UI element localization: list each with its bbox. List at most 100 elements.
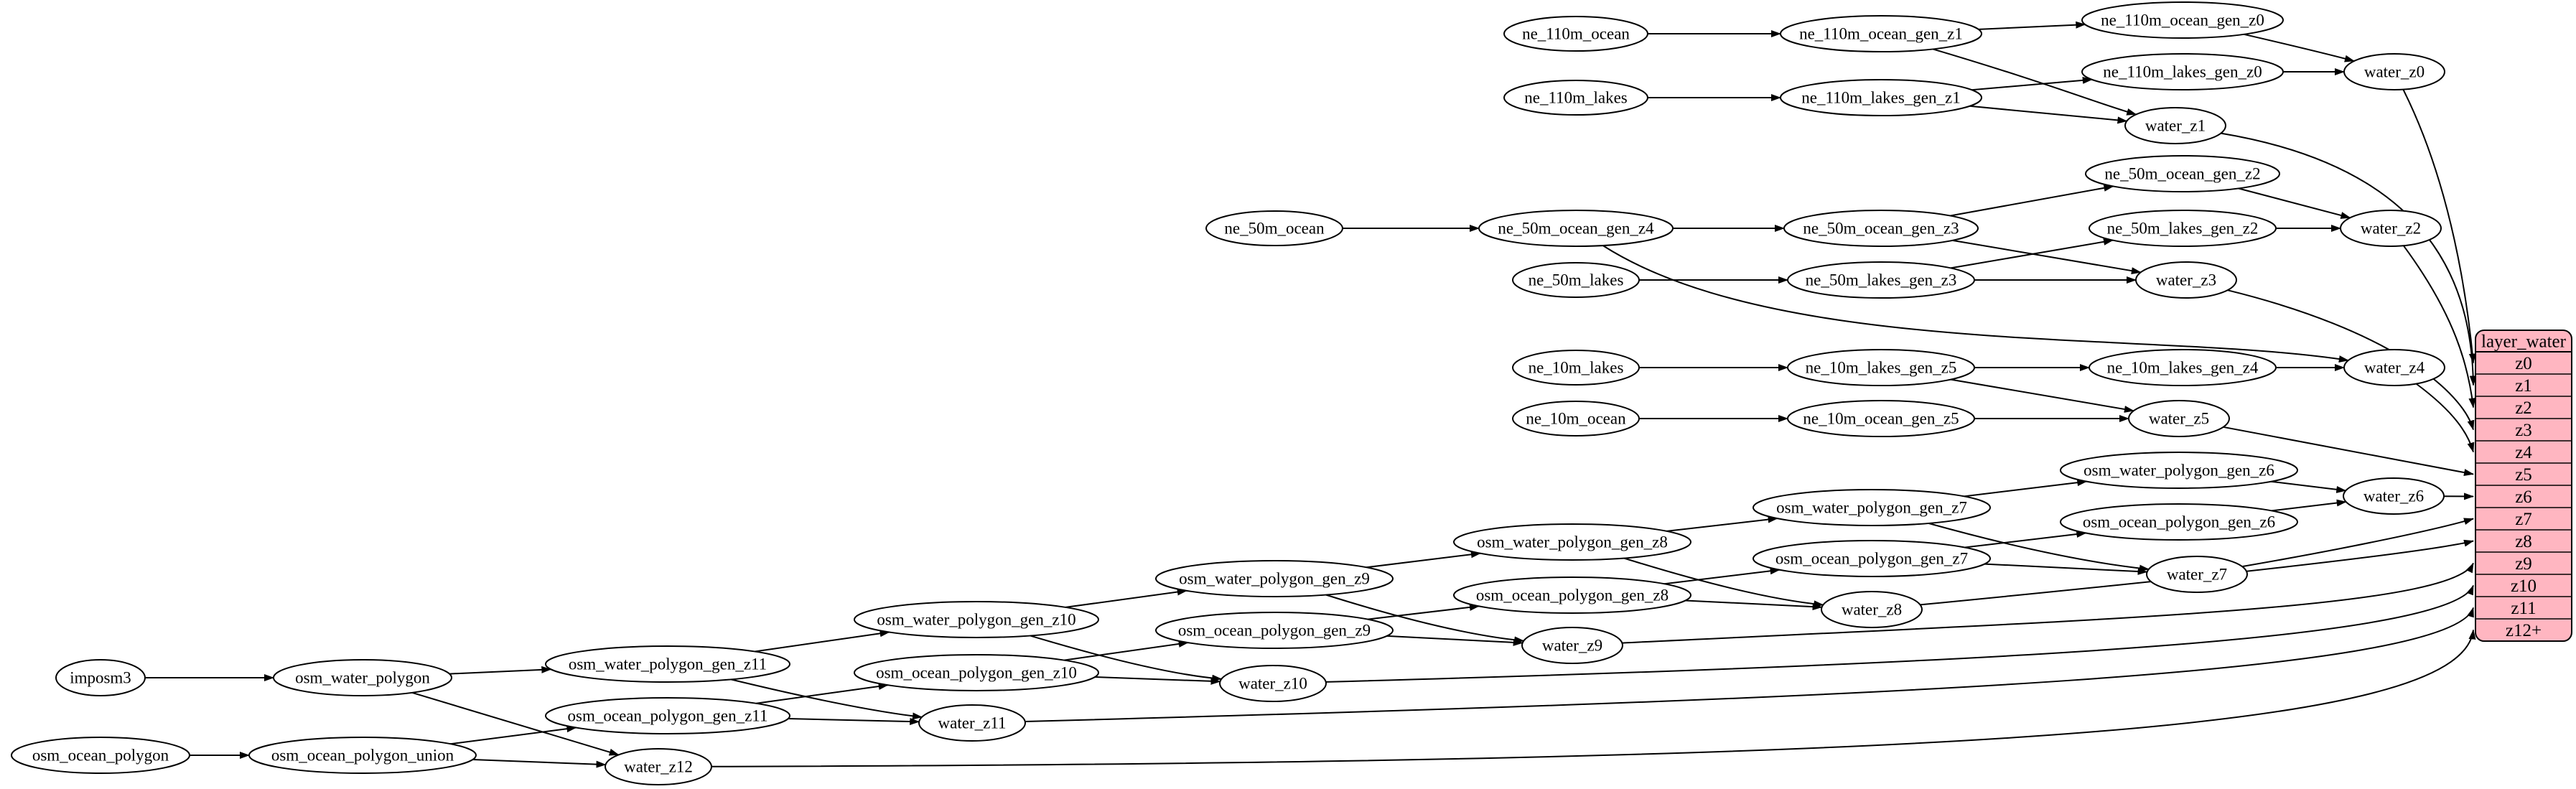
edge-water_z9-to-layer_water-z9 <box>1622 562 2474 644</box>
node-water_z9: water_z9 <box>1521 627 1623 664</box>
edge-osm_ocean_polygon_union-to-water_z12 <box>472 759 607 768</box>
node-label-ne_50m_lakes: ne_50m_lakes <box>1529 271 1624 289</box>
node-ellipse-ne_110m_lakes_gen_z1 <box>1780 79 1982 116</box>
node-label-ne_50m_lakes_gen_z2: ne_50m_lakes_gen_z2 <box>2107 220 2259 238</box>
edge-osm_ocean_polygon_gen_z9-to-water_z9 <box>1386 635 1523 646</box>
node-water_z0: water_z0 <box>2343 53 2445 90</box>
node-ne_50m_ocean_gen_z3: ne_50m_ocean_gen_z3 <box>1783 210 1979 247</box>
node-label-osm_ocean_polygon_union: osm_ocean_polygon_union <box>271 747 454 765</box>
node-ellipse-water_z5 <box>2128 400 2230 437</box>
table-row-z4: z4 <box>2515 443 2532 462</box>
edge-ne_110m_ocean_gen_z0-to-water_z0 <box>2244 33 2355 62</box>
node-label-osm_water_polygon: osm_water_polygon <box>295 669 430 687</box>
node-ne_50m_lakes: ne_50m_lakes <box>1512 262 1640 298</box>
node-label-ne_50m_ocean_gen_z4: ne_50m_ocean_gen_z4 <box>1498 220 1654 238</box>
node-label-water_z4: water_z4 <box>2364 359 2425 377</box>
table-row-z5: z5 <box>2515 465 2532 485</box>
node-ellipse-ne_50m_lakes_gen_z3 <box>1787 261 1975 299</box>
node-ellipse-ne_110m_ocean_gen_z0 <box>2081 1 2284 39</box>
node-label-ne_10m_ocean_gen_z5: ne_10m_ocean_gen_z5 <box>1803 410 1959 428</box>
node-ne_110m_lakes_gen_z0: ne_110m_lakes_gen_z0 <box>2081 53 2284 90</box>
node-ne_10m_ocean_gen_z5: ne_10m_ocean_gen_z5 <box>1787 400 1975 437</box>
edge-osm_ocean_polygon_gen_z9-to-osm_ocean_polygon_gen_z8 <box>1367 603 1480 620</box>
node-ellipse-osm_ocean_polygon_gen_z11 <box>545 697 790 734</box>
node-ne_10m_ocean: ne_10m_ocean <box>1512 401 1640 436</box>
node-label-osm_ocean_polygon_gen_z8: osm_ocean_polygon_gen_z8 <box>1476 587 1669 604</box>
node-ne_110m_ocean_gen_z1: ne_110m_ocean_gen_z1 <box>1780 15 1982 52</box>
layer-water-table: layer_waterz0z1z2z3z4z5z6z7z8z9z10z11z12… <box>2475 330 2572 642</box>
edge-osm_ocean_polygon_gen_z11-to-water_z11 <box>788 717 920 725</box>
edge-water_z5-to-layer_water-z5 <box>2223 426 2474 477</box>
edge-osm_ocean_polygon_gen_z11-to-osm_ocean_polygon_gen_z10 <box>756 683 889 704</box>
edge-osm_water_polygon_gen_z8-to-osm_water_polygon_gen_z7 <box>1666 515 1778 532</box>
node-label-osm_ocean_polygon_gen_z9: osm_ocean_polygon_gen_z9 <box>1178 622 1371 640</box>
node-label-osm_ocean_polygon_gen_z7: osm_ocean_polygon_gen_z7 <box>1775 550 1968 568</box>
edge-osm_ocean_polygon_union-to-osm_ocean_polygon_gen_z11 <box>450 725 577 745</box>
node-label-water_z10: water_z10 <box>1238 675 1307 693</box>
node-label-water_z6: water_z6 <box>2363 487 2424 505</box>
node-ellipse-ne_10m_lakes_gen_z4 <box>2089 349 2277 386</box>
node-ellipse-water_z9 <box>1521 627 1623 664</box>
node-osm_water_polygon_gen_z8: osm_water_polygon_gen_z8 <box>1453 523 1691 561</box>
layer-water-table-title: layer_water <box>2481 332 2567 352</box>
edge-ne_50m_ocean_gen_z3-to-water_z3 <box>1952 239 2142 275</box>
node-osm_water_polygon_gen_z6: osm_water_polygon_gen_z6 <box>2060 452 2298 489</box>
node-ellipse-osm_water_polygon <box>273 659 452 696</box>
node-label-water_z1: water_z1 <box>2145 117 2206 135</box>
table-row-z1: z1 <box>2515 376 2532 396</box>
edge-water_z8-to-layer_water-z8 <box>1920 539 2474 606</box>
node-water_z12: water_z12 <box>605 748 712 785</box>
node-ne_50m_lakes_gen_z2: ne_50m_lakes_gen_z2 <box>2089 210 2277 247</box>
node-ellipse-ne_50m_lakes_gen_z2 <box>2089 210 2277 247</box>
edge-ne_50m_ocean_gen_z4-to-water_z4 <box>1602 245 2349 363</box>
node-label-water_z0: water_z0 <box>2364 63 2425 81</box>
edge-ne_110m_lakes_gen_z1-to-water_z1 <box>1969 105 2128 124</box>
edge-osm_water_polygon_gen_z9-to-osm_water_polygon_gen_z8 <box>1366 551 1481 569</box>
node-label-ne_50m_ocean_gen_z3: ne_50m_ocean_gen_z3 <box>1803 220 1959 238</box>
node-ellipse-osm_water_polygon_gen_z10 <box>854 601 1099 638</box>
node-label-osm_water_polygon_gen_z11: osm_water_polygon_gen_z11 <box>569 655 767 673</box>
edge-water_z0-to-layer_water-z0 <box>2402 89 2476 364</box>
node-label-ne_110m_ocean_gen_z0: ne_110m_ocean_gen_z0 <box>2101 11 2264 29</box>
node-label-osm_ocean_polygon_gen_z10: osm_ocean_polygon_gen_z10 <box>876 664 1077 682</box>
node-osm_ocean_polygon: osm_ocean_polygon <box>11 737 190 774</box>
node-ellipse-osm_ocean_polygon_gen_z9 <box>1155 612 1394 649</box>
edge-osm_water_polygon_gen_z11-to-water_z11 <box>730 678 923 720</box>
node-ellipse-ne_110m_ocean_gen_z1 <box>1780 15 1982 52</box>
node-ellipse-water_z7 <box>2146 556 2248 593</box>
node-ellipse-ne_110m_lakes <box>1503 80 1648 116</box>
node-water_z4: water_z4 <box>2343 349 2445 386</box>
node-ellipse-water_z2 <box>2340 210 2442 247</box>
table-row-z9: z9 <box>2515 554 2532 574</box>
node-label-water_z3: water_z3 <box>2156 271 2216 289</box>
table-row-z12+: z12+ <box>2506 621 2542 640</box>
edge-osm_water_polygon_gen_z10-to-osm_water_polygon_gen_z9 <box>1065 588 1187 608</box>
node-ellipse-water_z10 <box>1219 665 1327 702</box>
edge-osm_ocean_polygon_gen_z7-to-water_z7 <box>1984 563 2148 575</box>
table-layer: layer_waterz0z1z2z3z4z5z6z7z8z9z10z11z12… <box>2475 330 2572 642</box>
table-row-z0: z0 <box>2515 354 2532 373</box>
edge-osm_ocean_polygon_gen_z8-to-water_z8 <box>1685 599 1823 611</box>
node-label-ne_50m_ocean_gen_z2: ne_50m_ocean_gen_z2 <box>2104 165 2260 183</box>
node-osm_water_polygon_gen_z7: osm_water_polygon_gen_z7 <box>1753 489 1991 526</box>
node-osm_water_polygon: osm_water_polygon <box>273 659 452 696</box>
edge-ne_50m_lakes_gen_z3-to-ne_50m_lakes_gen_z2 <box>1950 238 2114 269</box>
node-ellipse-water_z1 <box>2124 107 2226 144</box>
node-osm_ocean_polygon_gen_z6: osm_ocean_polygon_gen_z6 <box>2060 503 2298 541</box>
node-ellipse-osm_ocean_polygon_union <box>248 737 477 774</box>
node-ellipse-ne_10m_lakes_gen_z5 <box>1787 349 1975 386</box>
node-label-ne_10m_lakes_gen_z5: ne_10m_lakes_gen_z5 <box>1806 359 1957 377</box>
edge-ne_110m_ocean_gen_z1-to-water_z1 <box>1933 48 2137 116</box>
node-osm_water_polygon_gen_z11: osm_water_polygon_gen_z11 <box>545 645 790 683</box>
node-ellipse-water_z0 <box>2343 53 2445 90</box>
edge-water_z10-to-layer_water-z10 <box>1325 584 2474 683</box>
node-label-ne_10m_lakes_gen_z4: ne_10m_lakes_gen_z4 <box>2107 359 2259 377</box>
node-ne_10m_lakes_gen_z5: ne_10m_lakes_gen_z5 <box>1787 349 1975 386</box>
node-ellipse-water_z4 <box>2343 349 2445 386</box>
edge-ne_110m_lakes_gen_z1-to-ne_110m_lakes_gen_z0 <box>1971 76 2093 91</box>
edge-osm_water_polygon_gen_z7-to-osm_water_polygon_gen_z6 <box>1964 479 2088 498</box>
node-water_z5: water_z5 <box>2128 400 2230 437</box>
node-label-water_z11: water_z11 <box>938 714 1007 732</box>
node-osm_water_polygon_gen_z9: osm_water_polygon_gen_z9 <box>1155 560 1394 597</box>
node-water_z11: water_z11 <box>918 704 1026 742</box>
